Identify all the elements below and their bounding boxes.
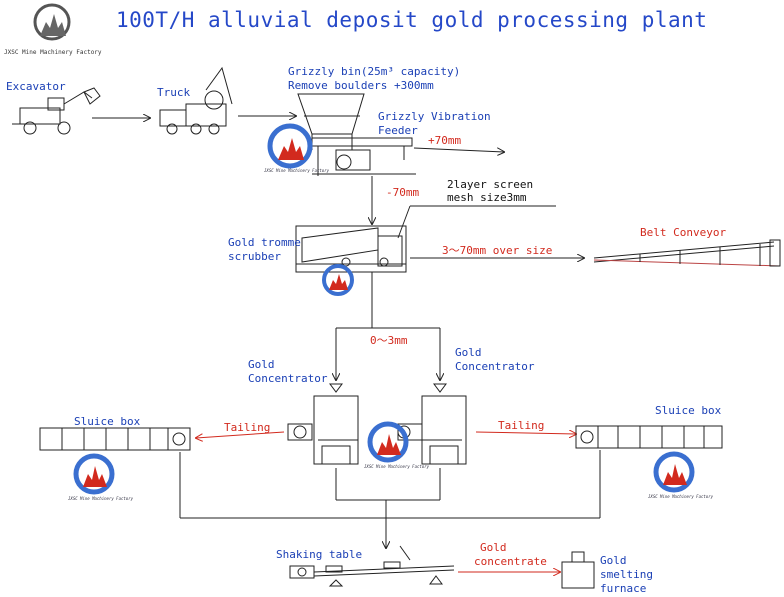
concentrator-left-sublabel: Concentrator — [248, 372, 328, 385]
watermark-logo-icon: JXSC Mine Machinery Factory — [648, 450, 713, 502]
watermark-logo-icon: JXSC Mine Machinery Factory — [362, 420, 429, 472]
sluice-box-icon — [39, 425, 723, 451]
gold-concentrate-label: Gold — [480, 541, 507, 554]
tailing-right-label: Tailing — [498, 419, 545, 432]
sluice-right-label: Sluice box — [655, 404, 722, 417]
oversize-label: 3～70mm over size — [442, 244, 553, 257]
concentrator-left-label: Gold — [248, 358, 275, 371]
excavator-label: Excavator — [6, 80, 66, 93]
watermark-text: JXSC Mine Machinery Factory — [364, 464, 430, 469]
grizzly-bin-sublabel: Remove boulders +300mm — [288, 79, 434, 92]
truck-icon — [159, 66, 233, 135]
brand-name: JXSC Mine Machinery Factory — [4, 49, 102, 56]
trommel-label: Gold tromme — [228, 236, 301, 249]
grizzly-bin-label: Grizzly bin(25m³ capacity) — [288, 65, 461, 78]
shaking-table-label: Shaking table — [276, 548, 363, 561]
belt-conveyor-label: Belt Conveyor — [640, 226, 727, 239]
concentrator-right-sublabel: Concentrator — [455, 360, 535, 373]
screen-sublabel: mesh size3mm — [447, 191, 527, 204]
smelting-sublabel-2: furnace — [600, 582, 647, 595]
fines-label: 0～3mm — [370, 334, 408, 347]
tailing-left-label: Tailing — [224, 421, 271, 434]
jxsc-logo-icon — [33, 3, 71, 41]
smelting-sublabel: smelting — [600, 568, 653, 581]
trommel-sublabel: scrubber — [228, 250, 281, 263]
sluice-left-label: Sluice box — [74, 415, 141, 428]
page-title: 100T/H alluvial deposit gold processing … — [116, 8, 708, 32]
concentrator-right-label: Gold — [455, 346, 482, 359]
truck-label: Truck — [157, 86, 191, 99]
belt-conveyor-icon — [593, 239, 781, 267]
excavator-icon — [12, 87, 101, 135]
smelting-label: Gold — [600, 554, 627, 567]
gold-concentrate-sublabel: concentrate — [474, 555, 547, 568]
watermark-logo-icon: JXSC Mine Machinery Factory — [262, 120, 329, 176]
grizzly-feeder-label: Grizzly Vibration — [378, 110, 491, 123]
watermark-text: JXSC Mine Machinery Factory — [264, 168, 330, 173]
watermark-logo-icon: JXSC Mine Machinery Factory — [68, 452, 133, 504]
concentrator-icon — [287, 383, 467, 465]
grizzly-feeder-sublabel: Feeder — [378, 124, 418, 137]
watermark-logo-icon — [318, 262, 358, 302]
shaking-table-icon — [289, 545, 455, 587]
plus70-label: +70mm — [428, 134, 462, 147]
smelting-furnace-icon — [561, 551, 595, 589]
screen-label: 2layer screen — [447, 178, 534, 191]
minus70-label: -70mm — [386, 186, 420, 199]
watermark-text: JXSC Mine Machinery Factory — [68, 496, 134, 501]
watermark-text: JXSC Mine Machinery Factory — [648, 494, 714, 499]
